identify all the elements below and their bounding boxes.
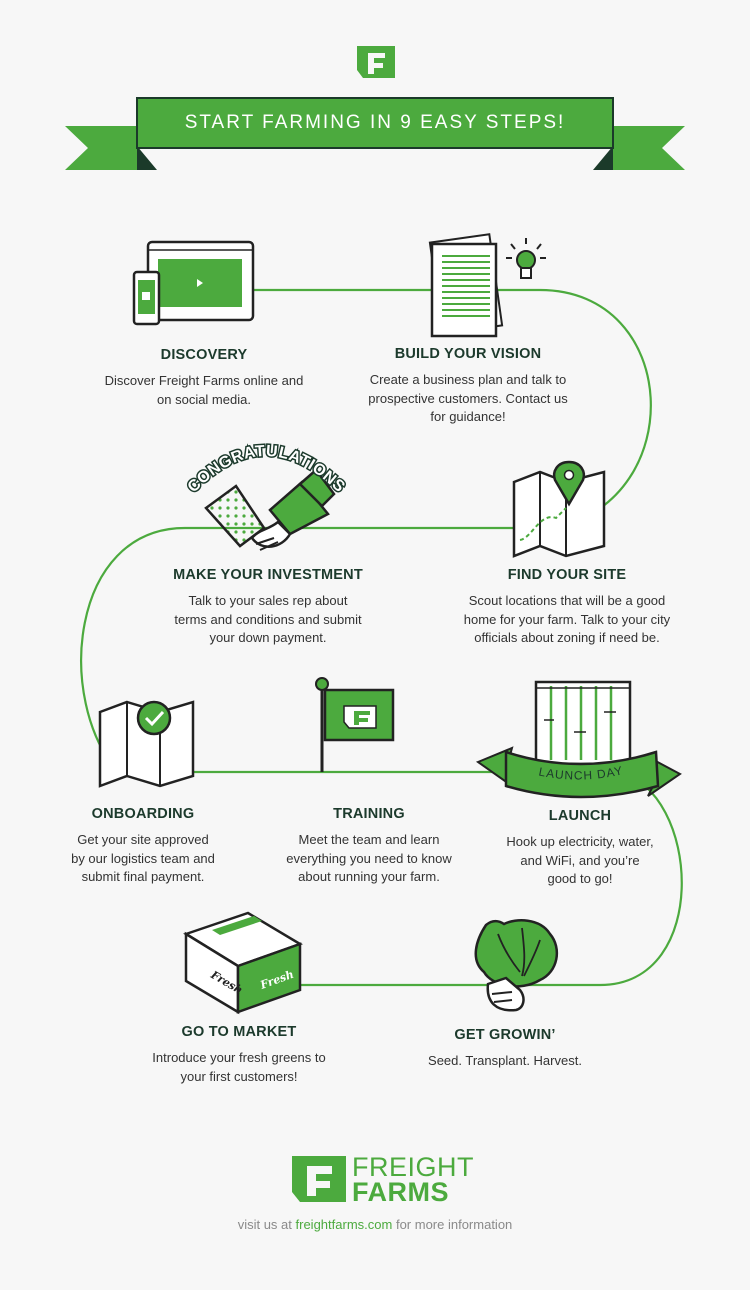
map-pin-icon — [512, 460, 606, 558]
step-description-line: by our logistics team and — [71, 850, 215, 866]
step-description-line: prospective customers. Contact us — [368, 390, 568, 406]
flag-icon — [315, 677, 395, 772]
step-description-line: good to go! — [547, 871, 613, 886]
step-description: Create a business plan and talk to prospe… — [338, 371, 598, 427]
step-description-line: submit final payment. — [81, 869, 205, 884]
step-description: Talk to your sales rep about terms and co… — [138, 592, 398, 648]
freight-farms-brand-logo-icon — [292, 1156, 346, 1202]
step-description: Seed. Transplant. Harvest. — [385, 1052, 625, 1071]
step-description: Scout locations that will be a good home … — [432, 592, 702, 648]
laptop-phone-icon — [132, 240, 255, 326]
step-title: MAKE YOUR INVESTMENT — [173, 567, 363, 583]
produce-box-icon — [183, 911, 303, 1015]
step-title: TRAINING — [333, 806, 405, 822]
step-description-line: Get your site approved — [77, 832, 209, 847]
map-check-icon — [98, 700, 195, 788]
brand-line-1: FREIGHT — [352, 1152, 474, 1182]
step-description: Hook up electricity, water, and WiFi, and… — [480, 833, 680, 889]
step-description-line: for guidance! — [430, 409, 506, 424]
step-title: DISCOVERY — [160, 347, 248, 363]
launch-day-text: LAUNCH DAY — [538, 763, 625, 782]
brand-line-2: FARMS — [352, 1177, 449, 1207]
step-title: GET GROWIN’ — [454, 1027, 556, 1043]
step-description-line: terms and conditions and submit — [174, 611, 362, 627]
step-description-line: Create a business plan and talk to — [369, 372, 567, 387]
step-description: Introduce your fresh greens to your first… — [119, 1049, 359, 1086]
step-description-line: about running your farm. — [298, 869, 440, 884]
step-title: FIND YOUR SITE — [507, 567, 627, 583]
step-description-line: Hook up electricity, water, — [506, 834, 654, 849]
banner-title: START FARMING IN 9 EASY STEPS! — [184, 112, 566, 133]
documents-lightbulb-icon — [428, 233, 546, 338]
lettuce-hand-icon — [474, 919, 559, 1012]
step-description-line: and WiFi, and you’re — [520, 852, 640, 868]
footer: visit us at freightfarms.com for more in… — [0, 1217, 750, 1232]
container-icon — [534, 680, 632, 766]
handshake-icon — [204, 468, 336, 551]
step-title: GO TO MARKET — [181, 1024, 297, 1040]
step-description-line: Discover Freight Farms online and — [104, 373, 304, 388]
connector-path — [80, 288, 683, 987]
step-description-line: everything you need to know — [286, 850, 452, 866]
footer-prefix: visit us at — [237, 1217, 292, 1232]
step-description-line: Introduce your fresh greens to — [152, 1050, 326, 1065]
step-description: Meet the team and learn everything you ne… — [269, 831, 469, 887]
launch-day-banner — [475, 746, 682, 799]
step-description-line: Scout locations that will be a good — [468, 593, 666, 608]
step-description-line: Seed. Transplant. Harvest. — [428, 1053, 582, 1068]
step-description-line: your down payment. — [209, 630, 327, 645]
step-description-line: on social media. — [157, 391, 251, 407]
step-description-line: Talk to your sales rep about — [188, 593, 348, 608]
step-title: ONBOARDING — [91, 806, 195, 822]
step-title: LAUNCH — [548, 808, 612, 824]
step-description-line: officials about zoning if need be. — [474, 630, 660, 645]
step-title: BUILD YOUR VISION — [394, 346, 542, 362]
title-banner — [65, 97, 685, 170]
step-description-line: home for your farm. Talk to your city — [463, 611, 671, 627]
step-description-line: Meet the team and learn — [298, 832, 440, 847]
website-link[interactable]: freightfarms.com — [295, 1217, 393, 1232]
footer-suffix: for more information — [395, 1217, 513, 1232]
step-description-line: your first customers! — [180, 1068, 298, 1084]
freight-farms-logo-icon — [357, 46, 395, 78]
step-description: Get your site approved by our logistics t… — [43, 831, 243, 887]
step-description: Discover Freight Farms online and on soci… — [84, 372, 324, 409]
